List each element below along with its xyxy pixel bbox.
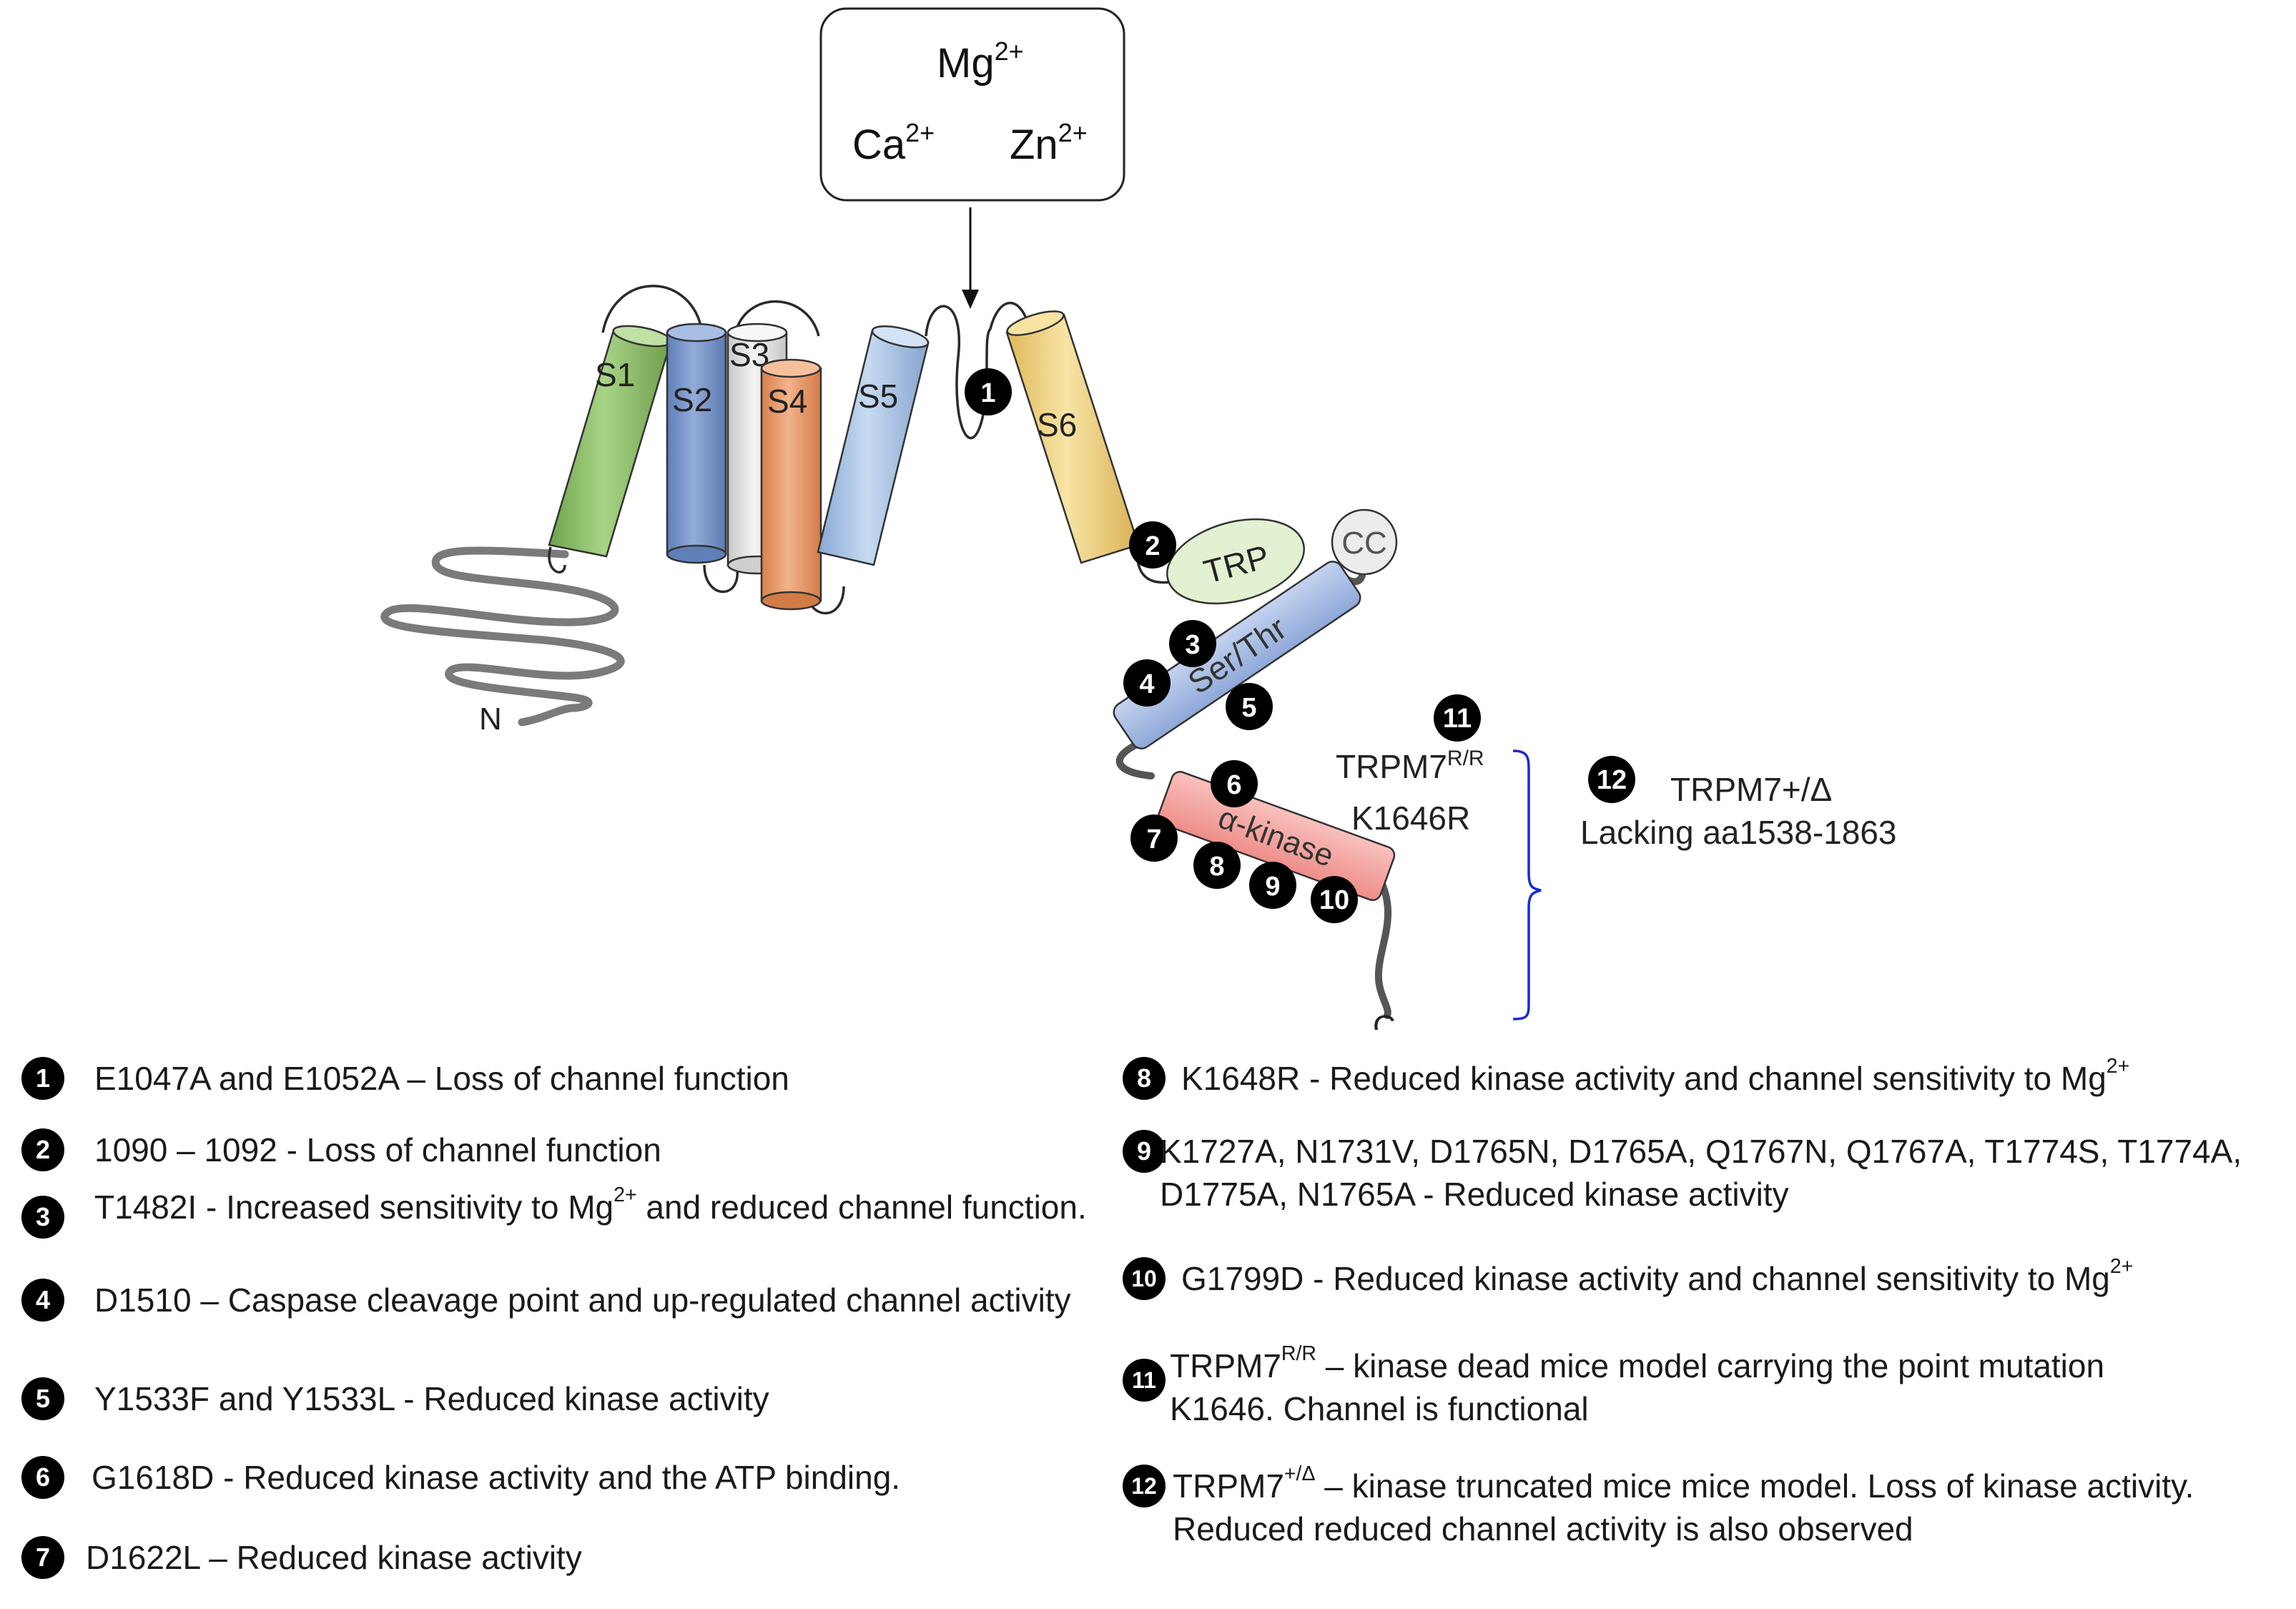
legend-badge: 9 xyxy=(1123,1130,1166,1173)
legend-item-11: 11 TRPM7R/R – kinase dead mice model car… xyxy=(1123,1344,2124,1430)
svg-text:7: 7 xyxy=(1146,825,1161,855)
svg-text:2: 2 xyxy=(1145,531,1160,561)
legend-text: K1727A, N1731V, D1765N, D1765A, Q1767N, … xyxy=(1160,1133,2242,1213)
legend-badge: 3 xyxy=(21,1196,64,1239)
legend-item-10: 10 G1799D - Reduced kinase activity and … xyxy=(1123,1254,2281,1300)
legend-badge: 6 xyxy=(21,1456,64,1499)
svg-text:10: 10 xyxy=(1319,885,1349,915)
marker-2: 2 xyxy=(1129,521,1176,569)
legend-text: TRPM7+/Δ – kinase truncated mice mice mo… xyxy=(1173,1462,2194,1548)
legend-text: T1482I - Increased sensitivity to Mg2+ a… xyxy=(94,1183,1087,1226)
legend-text: 1090 – 1092 - Loss of channel function xyxy=(94,1131,661,1168)
marker-11: 11 xyxy=(1434,694,1481,742)
legend-badge: 2 xyxy=(21,1128,64,1171)
marker-7: 7 xyxy=(1130,815,1178,862)
marker-5: 5 xyxy=(1226,683,1273,730)
svg-text:1: 1 xyxy=(980,378,995,408)
helix-s6: S6 xyxy=(1005,310,1140,564)
legend-item-12: 12 TRPM7+/Δ – kinase truncated mice mice… xyxy=(1123,1462,2238,1550)
s5-label: S5 xyxy=(858,378,898,415)
ion-box-frame xyxy=(819,7,1125,202)
legend-badge: 12 xyxy=(1123,1465,1166,1507)
legend-badge: 8 xyxy=(1123,1057,1166,1100)
marker-8: 8 xyxy=(1193,842,1241,889)
svg-text:3: 3 xyxy=(1185,630,1200,660)
marker-12: 12 xyxy=(1588,756,1635,803)
helix-s5: S5 xyxy=(817,325,930,566)
s6-label: S6 xyxy=(1037,406,1077,443)
svg-text:5: 5 xyxy=(1241,693,1256,723)
s1-label: S1 xyxy=(595,356,635,393)
svg-text:6: 6 xyxy=(1226,770,1241,800)
cc-label: CC xyxy=(1341,526,1387,561)
trp-domain: TRP xyxy=(1166,518,1305,605)
legend-item-6: 6 G1618D - Reduced kinase activity and t… xyxy=(21,1456,1108,1499)
svg-text:4: 4 xyxy=(1139,669,1154,699)
legend-item-2: 2 1090 – 1092 - Loss of channel function xyxy=(21,1128,1108,1171)
c-terminus-label: C xyxy=(1373,1009,1396,1030)
legend-text: Y1533F and Y1533L - Reduced kinase activ… xyxy=(94,1380,769,1417)
svg-text:11: 11 xyxy=(1443,704,1472,734)
helix-s4: S4 xyxy=(760,358,822,611)
ion-box: Mg2+ Ca2+ Zn2+ xyxy=(819,7,1125,202)
legend-badge: 1 xyxy=(21,1057,64,1100)
legend-text: D1510 – Caspase cleavage point and up-re… xyxy=(94,1281,1071,1319)
legend-item-4: 4 D1510 – Caspase cleavage point and up-… xyxy=(21,1279,1115,1322)
legend-item-5: 5 Y1533F and Y1533L - Reduced kinase act… xyxy=(21,1377,1108,1420)
helix-s2: S2 xyxy=(666,323,727,564)
svg-text:9: 9 xyxy=(1265,872,1280,902)
svg-text:12: 12 xyxy=(1597,765,1627,795)
trpm7-topology-diagram: Mg2+ Ca2+ Zn2+ S1 S2 S3 xyxy=(380,7,1896,1030)
ca-ion-label: Ca2+ xyxy=(852,118,935,168)
mg-ion-label: Mg2+ xyxy=(937,36,1024,87)
s4-label: S4 xyxy=(767,383,807,420)
legend-badge: 5 xyxy=(21,1377,64,1420)
legend-text: G1618D - Reduced kinase activity and the… xyxy=(92,1459,901,1496)
legend-item-3: 3 T1482I - Increased sensitivity to Mg2+… xyxy=(21,1183,1115,1239)
marker-1: 1 xyxy=(965,368,1012,415)
legend-text: TRPM7R/R – kinase dead mice model carryi… xyxy=(1170,1342,2105,1427)
legend-badge: 7 xyxy=(21,1536,64,1579)
n-terminal-tail xyxy=(380,546,625,727)
svg-text:8: 8 xyxy=(1209,852,1224,882)
ion-entry-arrow xyxy=(962,207,979,309)
legend-text: D1622L – Reduced kinase activity xyxy=(86,1539,582,1576)
legend-item-9: 9 K1727A, N1731V, D1765N, D1765A, Q1767N… xyxy=(1123,1130,2281,1216)
kinase-bracket xyxy=(1512,749,1542,1020)
k1646r-label: K1646R xyxy=(1351,799,1470,837)
legend-item-8: 8 K1648R - Reduced kinase activity and c… xyxy=(1123,1054,2281,1100)
marker-9: 9 xyxy=(1249,862,1296,909)
trpm7-delta-label: TRPM7+/Δ xyxy=(1670,771,1832,808)
marker-4: 4 xyxy=(1123,659,1171,707)
cc-domain: CC xyxy=(1331,508,1398,576)
legend-badge: 10 xyxy=(1123,1257,1166,1300)
trpm7-rr-label: TRPM7R/R xyxy=(1336,747,1484,785)
legend-text: E1047A and E1052A – Loss of channel func… xyxy=(94,1060,789,1097)
legend-badge: 4 xyxy=(21,1279,64,1322)
marker-6: 6 xyxy=(1211,760,1258,807)
legend-text: K1648R - Reduced kinase activity and cha… xyxy=(1181,1054,2130,1097)
helix-s1: S1 xyxy=(548,325,672,558)
lacking-label: Lacking aa1538-1863 xyxy=(1580,814,1896,851)
legend-item-7: 7 D1622L – Reduced kinase activity xyxy=(21,1536,1108,1579)
n-terminus-label: N xyxy=(479,702,502,737)
marker-3: 3 xyxy=(1169,620,1216,667)
legend-text: G1799D - Reduced kinase activity and cha… xyxy=(1181,1254,2134,1297)
s2-label: S2 xyxy=(672,381,712,418)
marker-10: 10 xyxy=(1311,876,1358,923)
zn-ion-label: Zn2+ xyxy=(1010,118,1088,168)
legend-badge: 11 xyxy=(1123,1359,1166,1402)
legend-item-1: 1 E1047A and E1052A – Loss of channel fu… xyxy=(21,1057,1108,1100)
